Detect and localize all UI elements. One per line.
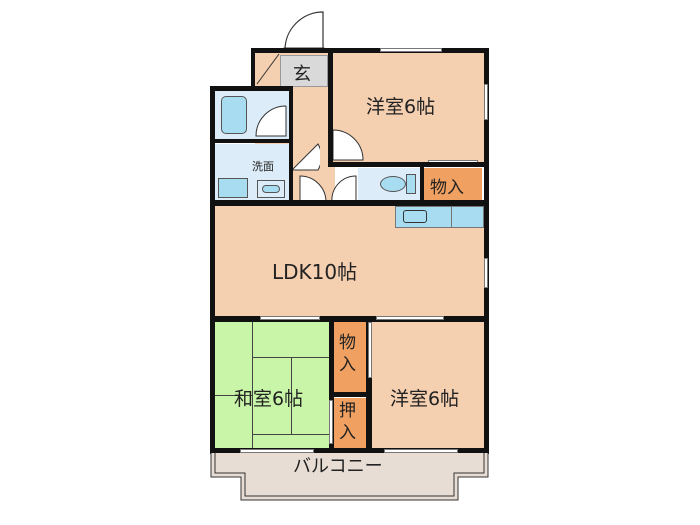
window	[376, 316, 444, 320]
window	[240, 449, 314, 453]
japanese-room-label: 和室6帖	[234, 388, 304, 410]
sliding-door	[329, 400, 333, 444]
entrance-door-icon	[283, 11, 325, 53]
sliding-door	[368, 322, 372, 378]
door-swing-icon	[255, 105, 287, 137]
wall	[332, 392, 368, 397]
door-swing-icon	[290, 143, 320, 171]
washing-machine-icon	[218, 178, 248, 198]
wall	[210, 448, 488, 454]
wall	[329, 316, 334, 452]
window	[484, 84, 488, 120]
western-room-2-label: 洋室6帖	[390, 388, 460, 410]
western-room-1-label: 洋室6帖	[366, 96, 436, 118]
entrance-label: 玄	[293, 64, 311, 85]
closet: 押入	[334, 398, 366, 448]
window	[384, 449, 458, 453]
wall	[484, 48, 489, 454]
tatami-lines	[252, 322, 253, 448]
wall	[420, 162, 424, 204]
toilet-tank-icon	[406, 174, 416, 194]
entrance: 玄	[280, 55, 328, 87]
wall	[251, 48, 488, 53]
wall	[251, 48, 255, 90]
toilet-bowl-icon	[380, 176, 406, 192]
wall	[210, 86, 292, 91]
wall	[289, 86, 293, 204]
wall	[210, 139, 292, 143]
storage-2-label: 物入	[339, 333, 356, 375]
wall	[328, 162, 488, 167]
step-line-icon	[256, 53, 280, 85]
door-swing-icon	[332, 129, 364, 161]
wall	[366, 316, 372, 452]
wall	[210, 86, 215, 454]
bathtub-icon	[221, 96, 247, 134]
bath	[214, 90, 290, 140]
storage-1-label: 物入	[430, 178, 464, 198]
wall	[328, 48, 333, 166]
wall	[210, 316, 488, 322]
window	[380, 48, 442, 52]
washroom: 洗面	[214, 144, 290, 200]
storage-2: 物入	[334, 322, 366, 392]
kitchen-sink-icon	[403, 210, 427, 223]
ldk-label: LDK10帖	[272, 260, 358, 284]
western-room-2: 洋室6帖	[372, 322, 484, 448]
japanese-room: 和室6帖	[214, 322, 330, 448]
washroom-label: 洗面	[252, 160, 274, 173]
closet-label: 押入	[339, 401, 356, 443]
balcony-outline	[210, 453, 489, 501]
window	[484, 258, 488, 288]
balcony-label: バルコニー	[293, 456, 383, 477]
sink-icon	[257, 180, 285, 198]
kitchen-counter	[395, 206, 484, 228]
storage-1: 物入	[424, 168, 482, 200]
toilet	[358, 168, 420, 200]
window	[260, 316, 320, 320]
wall	[210, 200, 488, 206]
